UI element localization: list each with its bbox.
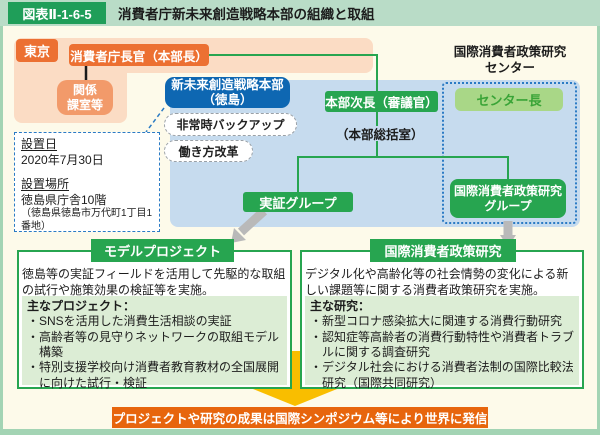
intl-research-item: ・認知症等高齢者の消費行動特性や消費者トラブルに関する調査研究 (310, 329, 575, 360)
conclusion-banner: プロジェクトや研究の成果は国際シンポジウム等により世界に発信 (112, 407, 488, 428)
model-project-item: ・特別支援学校向け消費者教育教材の全国展開に向けた試行・検証 (27, 360, 280, 390)
model-project-list: 主なプロジェクト： ・SNSを活用した消費生活相談の実証 ・高齢者等の見守りネッ… (22, 296, 287, 390)
hq-line2: （徳島） (202, 92, 253, 107)
connector-groups-branch (297, 156, 509, 192)
figure-number-label: 図表Ⅱ-1-6-5 (8, 2, 106, 24)
info-date-label: 設置日 (21, 137, 58, 151)
info-place-value: 徳島県庁舎10階 (21, 192, 107, 207)
pill-emergency-backup: 非常時バックアップ (164, 113, 297, 136)
intl-group-line1: 国際消費者政策研究 (453, 184, 562, 199)
general-office-label: （本部総括室） (336, 126, 424, 142)
center-head-box: センター長 (455, 88, 563, 111)
connector-chief-deputy (209, 54, 378, 92)
info-place-label: 設置場所 (21, 177, 70, 192)
intl-research-list: 主な研究： ・新型コロナ感染拡大に関連する消費行動研究 ・認知症等高齢者の消費行… (305, 296, 579, 390)
related-line2: 課室等 (66, 97, 103, 112)
demonstration-group-box: 実証グループ (243, 192, 353, 212)
related-line1: 関係 (72, 82, 97, 97)
gray-arrow-left-head-icon (231, 228, 246, 243)
figure-title-bar: 図表Ⅱ-1-6-5 消費者庁新未来創造戦略本部の組織と取組 (0, 0, 600, 26)
pill-workstyle-reform: 働き方改革 (164, 140, 253, 162)
intl-research-item: ・新型コロナ感染拡大に関連する消費行動研究 (310, 314, 563, 329)
chief-box: 消費者庁長官（本部長） (69, 44, 209, 66)
model-project-item: ・高齢者等の見守りネットワークの取組モデル構築 (27, 329, 280, 360)
tokyo-label-box: 東京 (16, 39, 58, 62)
deputy-chief-box: 本部次長（審議官） (325, 91, 438, 112)
intl-center-title: 国際消費者政策研究 センター (440, 44, 580, 78)
model-project-item: ・SNSを活用した消費生活相談の実証 (27, 314, 232, 329)
model-project-description: 徳島等の実証フィールドを活用して先駆的な取組の試行や施策効果の検証等を実施。 (22, 267, 286, 297)
info-date-value: 2020年7月30日 (21, 152, 104, 167)
model-project-tab: モデルプロジェクト (91, 239, 234, 262)
info-address: （徳島県徳島市万代町1丁目1番地） (21, 208, 153, 232)
intl-research-tab: 国際消費者政策研究 (370, 239, 516, 262)
establishment-info-box: 設置日 2020年7月30日 設置場所 徳島県庁舎10階 （徳島県徳島市万代町1… (14, 132, 160, 232)
intl-center-title-line1: 国際消費者政策研究 (453, 45, 567, 59)
intl-center-title-line2: センター (484, 61, 535, 76)
intl-group-line2: グループ (484, 198, 532, 213)
leader-hq-info (145, 107, 165, 133)
strategy-hq-box: 新未来創造戦略本部 （徳島） (165, 77, 290, 108)
intl-research-list-title: 主な研究： (310, 299, 371, 313)
intl-research-item: ・デジタル社会における消費者法制の国際比較法研究（国際共同研究） (310, 360, 574, 390)
model-project-list-title: 主なプロジェクト： (27, 299, 136, 313)
intl-policy-group-box: 国際消費者政策研究 グループ (450, 179, 566, 218)
related-divisions-box: 関係 課室等 (57, 80, 113, 115)
funnel-arrow-icon (253, 351, 337, 406)
intl-research-description: デジタル化や高齢化等の社会情勢の変化による新しい課題等に関する消費者政策研究を実… (305, 267, 569, 297)
figure-title: 消費者庁新未来創造戦略本部の組織と取組 (118, 7, 375, 22)
hq-line1: 新未来創造戦略本部 (171, 78, 284, 93)
gray-arrow-left-icon (237, 207, 268, 236)
